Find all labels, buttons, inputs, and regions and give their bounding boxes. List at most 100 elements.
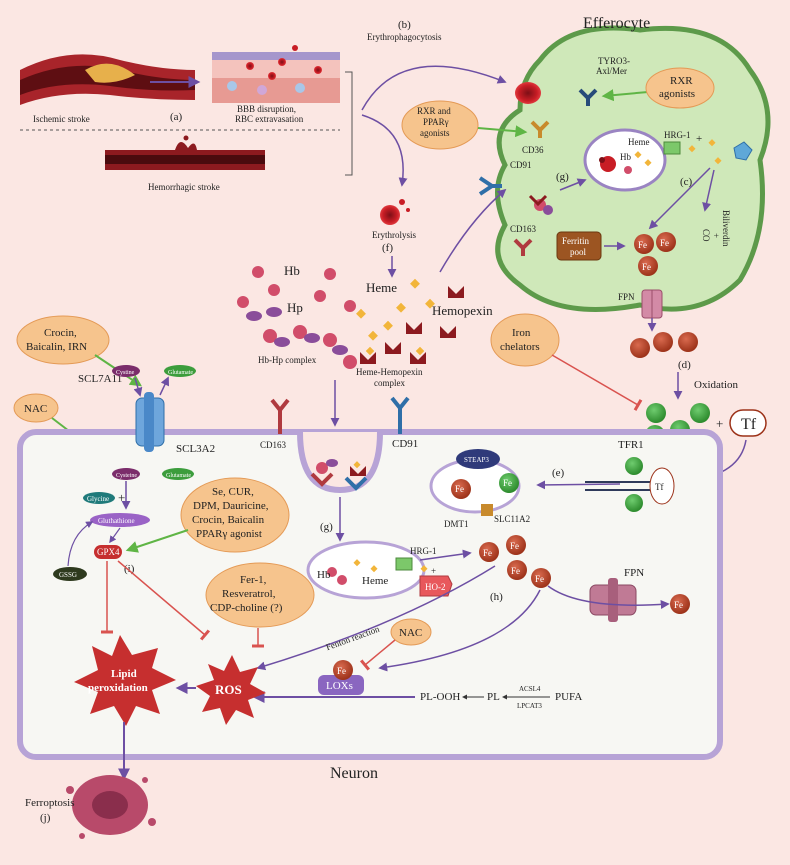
label-c: (c)	[680, 176, 693, 188]
arrow-to-efferocyte-cd91	[439, 188, 507, 273]
tfr1-label: TFR1	[618, 439, 644, 451]
fe-exported-neuron	[670, 594, 690, 614]
ferroptotic-cell	[66, 775, 156, 839]
fpn-channel-efferocyte	[641, 289, 663, 319]
hb-molecules	[237, 266, 356, 312]
se-cur-label: Se, CUR,	[212, 486, 254, 498]
cysteine-label: Cysteine	[116, 473, 137, 479]
gssg-molecule	[53, 567, 87, 581]
rxr-agonists-cloud	[645, 67, 715, 109]
fe3-dmt1: Fe	[503, 478, 512, 488]
pool-label: pool	[570, 247, 587, 257]
arrow-erythrophagocytosis	[361, 65, 507, 111]
heme-to-ho2	[420, 565, 428, 573]
plooh-label: PL-OOH	[420, 691, 460, 703]
efferocyte-title: Efferocyte	[583, 15, 650, 32]
ho2-label: HO-2	[425, 582, 446, 592]
arrow-ho2-to-iron	[419, 549, 472, 561]
gpx4-label: GPX4	[97, 547, 120, 557]
label-g-neuron: (g)	[320, 521, 333, 533]
fenton-arrow	[256, 565, 496, 671]
label-g-efferocyte: (g)	[556, 171, 569, 183]
neuron-fe-1: Fe	[483, 548, 492, 558]
plus-ho2: +	[431, 566, 436, 576]
ischemic-stroke-vessel	[20, 54, 195, 105]
plus-tf: +	[716, 416, 723, 431]
ppar-agonist-label: PPARγ agonist	[196, 528, 262, 540]
tfr1-receptor	[585, 457, 675, 512]
tyro3-receptor	[578, 88, 598, 106]
ferroptosis-label: Ferroptosis	[25, 797, 75, 809]
gssg-label: GSSG	[59, 571, 77, 579]
inhibit-gpx4-ros	[117, 560, 211, 641]
axl-mer-label: Axl/Mer	[596, 66, 627, 76]
glutamate-out	[164, 365, 196, 377]
hemopexin-label: Hemopexin	[432, 303, 493, 318]
rxr-and-label: RXR and	[417, 106, 451, 116]
hrg1-neuron-label: HRG-1	[410, 546, 437, 556]
bracket	[345, 71, 353, 176]
dpm-label: DPM, Dauricine,	[193, 500, 269, 512]
slc7a11-label: SCL7A11	[78, 373, 122, 385]
heme-endosome-label: Heme	[362, 575, 388, 587]
label-h: (h)	[490, 591, 503, 603]
ho2-enzyme	[419, 575, 453, 597]
neuron-title: Neuron	[330, 765, 378, 782]
label-b: (b)	[398, 19, 411, 31]
erythrophagocytosis-label: Erythrophagocytosis	[367, 32, 442, 42]
arrow-gssg-cycle	[67, 521, 94, 567]
rbc-extravasation-label: RBC extravasation	[235, 114, 304, 124]
arrow-fpn-neuron-out	[547, 585, 670, 609]
glutathione-molecule	[90, 513, 150, 527]
hemorrhagic-stroke-label: Hemorrhagic stroke	[148, 182, 220, 192]
biliverdin-co: Biliverdin + CO	[701, 210, 731, 247]
bbb-tissue-image	[212, 45, 340, 103]
cystine-molecule	[112, 365, 140, 377]
label-d: (d)	[678, 359, 691, 371]
arrow-heme-to-biliverdin	[702, 169, 715, 212]
efferocyte-fe-3: Fe	[642, 262, 651, 272]
heme-diamonds	[356, 278, 435, 341]
iron-label: Iron	[512, 327, 531, 339]
neuron-fe-3: Fe	[511, 566, 520, 576]
baicalin-irn-label: Baicalin, IRN	[26, 341, 87, 353]
slc3a2-label: SCL3A2	[176, 443, 215, 455]
hb-endosome-label: Hb	[317, 569, 331, 581]
inhibit-chelators	[551, 354, 643, 411]
pl-label: PL	[487, 691, 500, 703]
rbc-engulfed	[515, 82, 541, 104]
hp-label: Hp	[287, 300, 303, 315]
glycine-label: Glycine	[87, 495, 109, 503]
phagosome-hb-label: Hb	[620, 152, 631, 162]
arrow-heme-to-iron	[648, 167, 711, 230]
hb-hp-complex	[263, 325, 357, 369]
crocin-cloud	[16, 315, 110, 365]
iron-chelators-cloud	[490, 313, 560, 367]
neuron-endocytic-pit	[297, 431, 383, 494]
nac-cloud-bottom	[390, 618, 432, 646]
neuron-free-iron	[479, 535, 551, 588]
heme-hemopexin-label-2: complex	[374, 378, 405, 388]
hrg1-efferocyte-label: HRG-1	[664, 130, 691, 140]
label-a: (a)	[170, 111, 183, 123]
resveratrol-label: Resveratrol,	[222, 588, 276, 600]
lipid-peroxidation-burst	[74, 635, 176, 726]
fpn-neuron-label: FPN	[624, 567, 644, 579]
pufa-label: PUFA	[555, 691, 582, 703]
steap3-enzyme	[456, 449, 500, 469]
cdp-choline-label: CDP-choline (?)	[210, 602, 283, 614]
nac-cloud-top	[13, 393, 59, 423]
ros-burst	[196, 655, 266, 725]
phagosome-heme-label: Heme	[628, 137, 650, 147]
ppar-label: PPARγ	[423, 117, 449, 127]
neuron-fe-4: Fe	[535, 574, 544, 584]
dmt1-label: DMT1	[444, 519, 469, 529]
tf-receptor-label: Tf	[655, 482, 664, 492]
glutamate-in-label: Glutamate	[166, 473, 191, 479]
fe2-dmt1: Fe	[455, 484, 464, 494]
ischemic-stroke-label: Ischemic stroke	[33, 114, 90, 124]
cd91-neuron-label: CD91	[392, 438, 418, 450]
crocin-baicalin-label: Crocin, Baicalin	[192, 514, 265, 526]
glutamate-out-label: Glutamate	[168, 370, 193, 376]
